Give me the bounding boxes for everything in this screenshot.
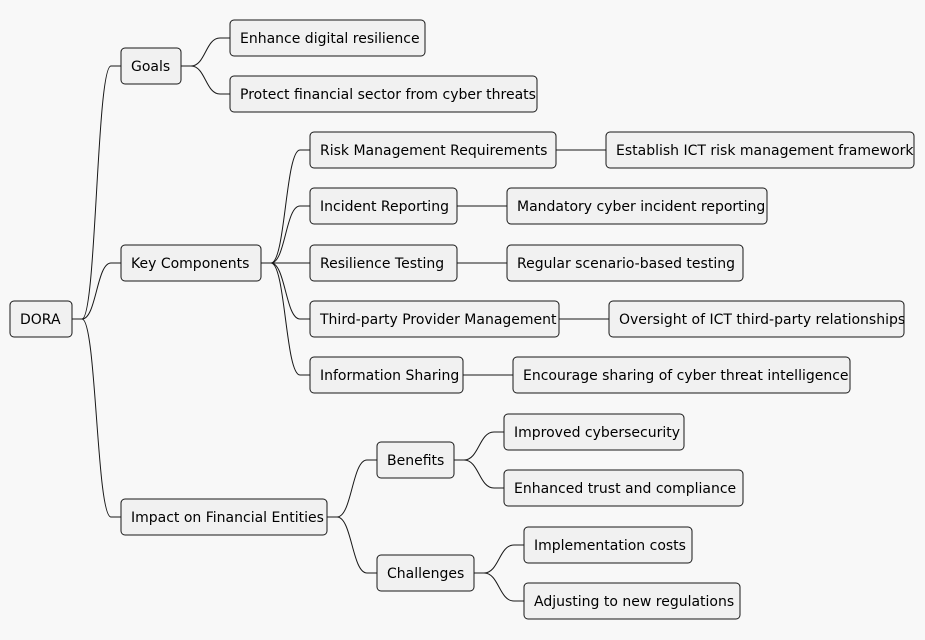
node-label: Enhanced trust and compliance	[514, 481, 736, 497]
connector-line	[474, 572, 524, 602]
node-label: Establish ICT risk management framework	[616, 143, 914, 159]
node-label: Risk Management Requirements	[320, 143, 547, 159]
node-label: Incident Reporting	[320, 199, 449, 215]
connector-line	[454, 431, 504, 461]
node-improved-cybersecurity: Improved cybersecurity	[503, 413, 685, 451]
connector-line	[261, 205, 310, 264]
node-root: DORA	[9, 300, 73, 338]
node-label: Enhance digital resilience	[240, 31, 420, 47]
node-label: Implementation costs	[534, 538, 686, 554]
connector-line	[327, 516, 377, 574]
node-label: Challenges	[387, 566, 464, 582]
node-regular-scenario-based-testing: Regular scenario-based testing	[506, 244, 744, 282]
connector-line	[474, 544, 524, 574]
connector-line	[261, 149, 310, 264]
node-label: Oversight of ICT third-party relationshi…	[619, 312, 905, 328]
connector-line	[454, 459, 504, 489]
node-resilience-testing: Resilience Testing	[309, 244, 458, 282]
node-impact-on-financial-entities: Impact on Financial Entities	[120, 498, 328, 536]
node-label: Resilience Testing	[320, 256, 444, 272]
node-encourage-sharing-threat-intel: Encourage sharing of cyber threat intell…	[512, 356, 851, 394]
connector-line	[327, 459, 377, 518]
node-implementation-costs: Implementation costs	[523, 526, 693, 564]
node-protect-financial-sector: Protect financial sector from cyber thre…	[229, 75, 538, 113]
node-incident-reporting: Incident Reporting	[309, 187, 458, 225]
node-challenges: Challenges	[376, 554, 475, 592]
connector-line	[181, 37, 230, 67]
connector-layer	[72, 37, 609, 602]
connector-line	[72, 262, 121, 320]
node-information-sharing: Information Sharing	[309, 356, 464, 394]
connector-line	[261, 262, 310, 320]
node-enhanced-trust-compliance: Enhanced trust and compliance	[503, 469, 744, 507]
node-label: Mandatory cyber incident reporting	[517, 199, 765, 215]
connector-line	[72, 65, 121, 320]
node-label: Goals	[131, 59, 170, 75]
node-establish-ict-risk-framework: Establish ICT risk management framework	[605, 131, 915, 169]
node-label: Information Sharing	[320, 368, 459, 384]
node-label: Improved cybersecurity	[514, 425, 680, 441]
connector-line	[261, 262, 310, 376]
node-third-party-provider-management: Third-party Provider Management	[309, 300, 560, 338]
node-label: DORA	[20, 312, 61, 328]
node-label: Regular scenario-based testing	[517, 256, 735, 272]
connector-line	[181, 65, 230, 95]
node-label: Protect financial sector from cyber thre…	[240, 87, 536, 103]
node-label: Benefits	[387, 453, 444, 469]
node-enhance-digital-resilience: Enhance digital resilience	[229, 19, 426, 57]
node-label: Key Components	[131, 256, 249, 272]
node-key-components: Key Components	[120, 244, 262, 282]
node-risk-management-requirements: Risk Management Requirements	[309, 131, 557, 169]
node-oversight-ict-third-party: Oversight of ICT third-party relationshi…	[608, 300, 905, 338]
connector-line	[72, 318, 121, 518]
node-label: Encourage sharing of cyber threat intell…	[523, 368, 849, 384]
node-label: Impact on Financial Entities	[131, 510, 324, 526]
node-mandatory-cyber-incident-reporting: Mandatory cyber incident reporting	[506, 187, 768, 225]
node-benefits: Benefits	[376, 441, 455, 479]
node-adjusting-new-regulations: Adjusting to new regulations	[523, 582, 741, 620]
node-label: Adjusting to new regulations	[534, 594, 734, 610]
node-label: Third-party Provider Management	[319, 312, 557, 328]
node-goals: Goals	[120, 47, 182, 85]
